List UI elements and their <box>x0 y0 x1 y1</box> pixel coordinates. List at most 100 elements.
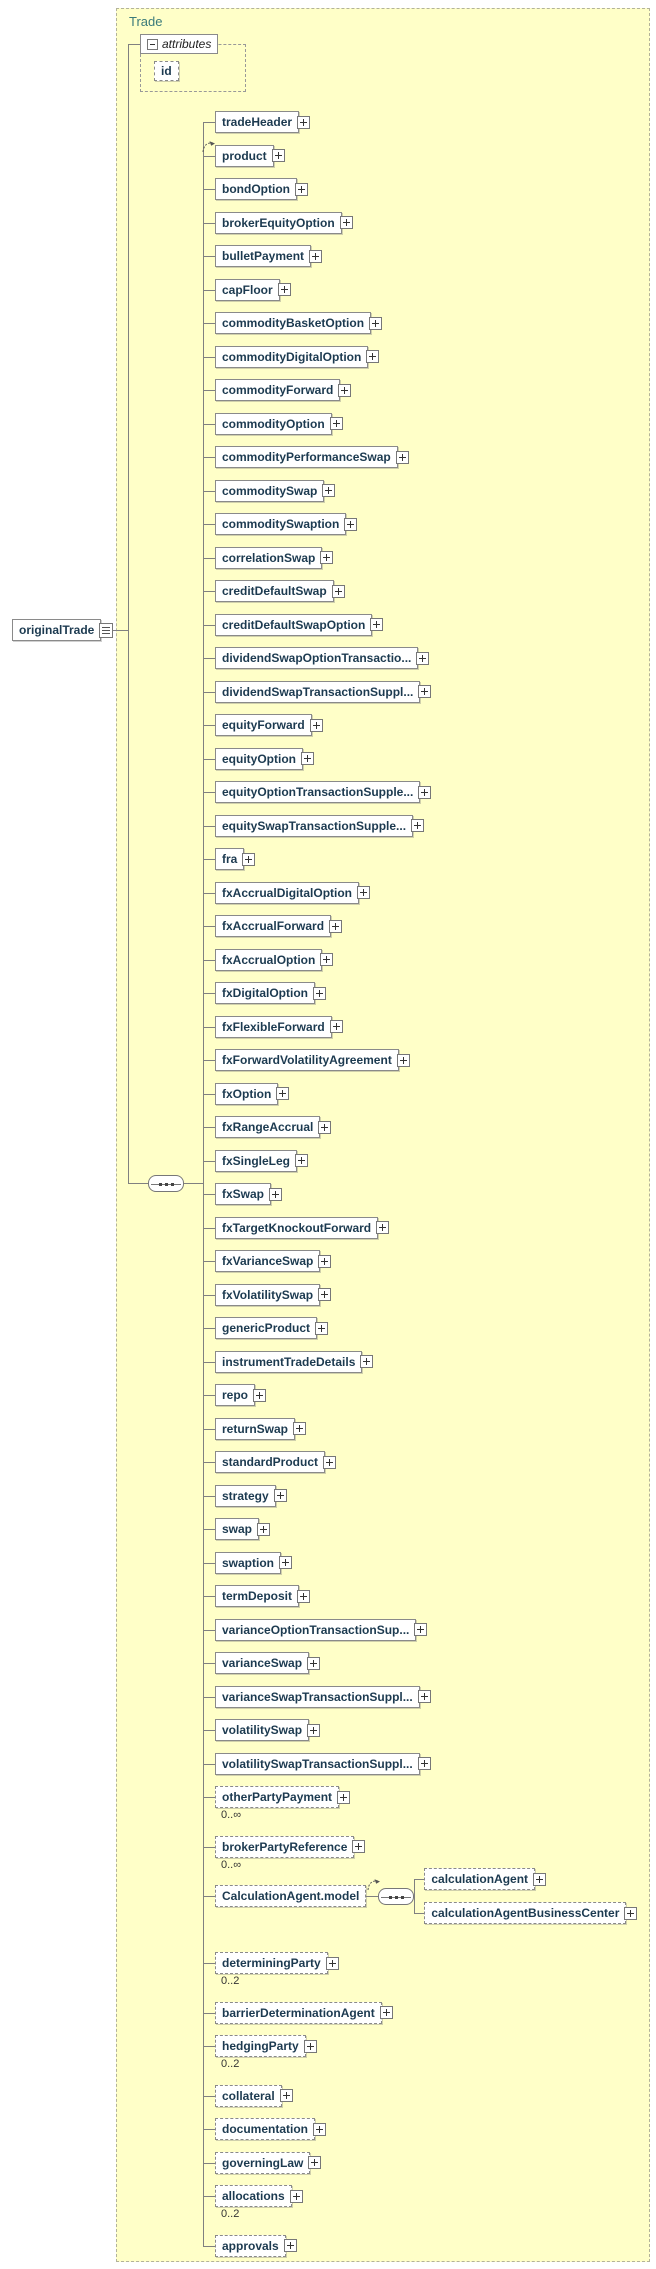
attributes-header[interactable]: attributes <box>140 34 219 54</box>
element-commodityDigitalOption[interactable]: commodityDigitalOption <box>215 345 369 368</box>
element-repo[interactable]: repo <box>215 1384 256 1406</box>
expand-icon[interactable] <box>294 182 308 196</box>
expand-icon[interactable] <box>297 115 311 129</box>
expand-icon[interactable] <box>273 1489 287 1502</box>
element-commodityForward[interactable]: commodityForward <box>215 379 341 401</box>
expand-icon[interactable] <box>418 785 432 799</box>
element-genericProduct[interactable]: genericProduct <box>215 1317 318 1339</box>
expand-icon[interactable] <box>271 149 285 162</box>
sequence-compositor[interactable] <box>378 1887 415 1905</box>
sequence-compositor[interactable] <box>148 1175 184 1192</box>
element-commodityOption[interactable]: commodityOption <box>215 412 332 435</box>
element-otherPartyPayment[interactable]: otherPartyPayment <box>215 1786 340 1808</box>
element-commoditySwap[interactable]: commoditySwap <box>215 479 325 502</box>
expand-icon[interactable] <box>293 1422 307 1435</box>
expand-icon[interactable] <box>318 1120 332 1134</box>
element-CalculationAgent.model[interactable]: CalculationAgent.model <box>215 1885 367 1907</box>
expand-icon[interactable] <box>325 1956 339 1970</box>
element-fxAccrualForward[interactable]: fxAccrualForward <box>215 915 332 937</box>
expand-icon[interactable] <box>289 2189 303 2203</box>
element-brokerEquityOption[interactable]: brokerEquityOption <box>215 211 342 234</box>
expand-icon[interactable] <box>297 1589 311 1603</box>
attribute-id[interactable]: id <box>154 61 179 81</box>
expand-icon[interactable] <box>279 2089 293 2102</box>
element-strategy[interactable]: strategy <box>215 1484 276 1507</box>
expand-icon[interactable] <box>418 685 432 698</box>
expand-icon[interactable] <box>253 1388 267 1402</box>
element-bondOption[interactable]: bondOption <box>215 178 297 200</box>
element-product[interactable]: product <box>215 144 274 167</box>
element-determiningParty[interactable]: determiningParty <box>215 1952 328 1974</box>
expand-icon[interactable] <box>357 886 371 899</box>
element-termDeposit[interactable]: termDeposit <box>215 1585 300 1607</box>
content-model-icon[interactable] <box>99 622 114 638</box>
expand-icon[interactable] <box>276 1087 290 1100</box>
element-equityOptionTransactionSupple[interactable]: equityOptionTransactionSupple... <box>215 781 421 803</box>
element-tradeHeader[interactable]: tradeHeader <box>215 111 300 133</box>
expand-icon[interactable] <box>318 1254 332 1268</box>
element-volatilitySwapTransactionSuppl[interactable]: volatilitySwapTransactionSuppl... <box>215 1752 420 1775</box>
element-commodityPerformanceSwap[interactable]: commodityPerformanceSwap <box>215 446 398 468</box>
element-bulletPayment[interactable]: bulletPayment <box>215 245 312 267</box>
element-instrumentTradeDetails[interactable]: instrumentTradeDetails <box>215 1350 363 1373</box>
element-allocations[interactable]: allocations <box>215 2185 292 2207</box>
expand-icon[interactable] <box>411 819 425 832</box>
element-varianceOptionTransactionSup[interactable]: varianceOptionTransactionSup... <box>215 1618 417 1641</box>
expand-icon[interactable] <box>339 216 353 229</box>
element-brokerPartyReference[interactable]: brokerPartyReference <box>215 1835 355 1858</box>
expand-icon[interactable] <box>279 1556 293 1569</box>
element-dividendSwapOptionTransactio[interactable]: dividendSwapOptionTransactio... <box>215 647 419 669</box>
expand-icon[interactable] <box>318 1288 332 1301</box>
element-calculationAgent[interactable]: calculationAgent <box>424 1868 536 1890</box>
element-fxDigitalOption[interactable]: fxDigitalOption <box>215 982 315 1004</box>
expand-icon[interactable] <box>269 1187 283 1201</box>
expand-icon[interactable] <box>352 1840 366 1853</box>
element-barrierDeterminationAgent[interactable]: barrierDeterminationAgent <box>215 2001 382 2024</box>
expand-icon[interactable] <box>309 249 323 263</box>
element-commodityBasketOption[interactable]: commodityBasketOption <box>215 312 372 334</box>
element-equityForward[interactable]: equityForward <box>215 714 312 736</box>
element-fxSingleLeg[interactable]: fxSingleLeg <box>215 1149 298 1172</box>
expand-icon[interactable] <box>369 316 383 330</box>
expand-icon[interactable] <box>329 1020 343 1033</box>
expand-icon[interactable] <box>331 584 345 598</box>
element-approvals[interactable]: approvals <box>215 2234 286 2257</box>
element-fra[interactable]: fra <box>215 848 245 870</box>
element-creditDefaultSwap[interactable]: creditDefaultSwap <box>215 580 334 602</box>
expand-icon[interactable] <box>322 484 336 497</box>
element-returnSwap[interactable]: returnSwap <box>215 1417 296 1440</box>
expand-icon[interactable] <box>295 1154 309 1167</box>
expand-icon[interactable] <box>329 919 343 933</box>
expand-icon[interactable] <box>257 1522 271 1536</box>
element-collateral[interactable]: collateral <box>215 2084 282 2107</box>
element-swap[interactable]: swap <box>215 1518 260 1540</box>
element-calculationAgentBusinessCenter[interactable]: calculationAgentBusinessCenter <box>424 1902 627 1924</box>
expand-icon[interactable] <box>344 517 358 531</box>
element-fxVolatilitySwap[interactable]: fxVolatilitySwap <box>215 1283 321 1306</box>
element-hedgingParty[interactable]: hedgingParty <box>215 2035 306 2057</box>
element-fxForwardVolatilityAgreement[interactable]: fxForwardVolatilityAgreement <box>215 1049 399 1071</box>
expand-icon[interactable] <box>307 1656 321 1670</box>
collapse-icon[interactable] <box>147 38 158 50</box>
expand-icon[interactable] <box>303 2039 317 2053</box>
expand-icon[interactable] <box>337 1790 351 1804</box>
element-varianceSwapTransactionSuppl[interactable]: varianceSwapTransactionSuppl... <box>215 1685 420 1708</box>
expand-icon[interactable] <box>313 986 326 1000</box>
element-fxRangeAccrual[interactable]: fxRangeAccrual <box>215 1116 321 1138</box>
expand-icon[interactable] <box>395 450 409 464</box>
element-originalTrade[interactable]: originalTrade <box>12 619 102 641</box>
element-fxTargetKnockoutForward[interactable]: fxTargetKnockoutForward <box>215 1216 379 1239</box>
expand-icon[interactable] <box>360 1355 374 1368</box>
expand-icon[interactable] <box>320 953 334 966</box>
element-equityOption[interactable]: equityOption <box>215 747 303 770</box>
element-volatilitySwap[interactable]: volatilitySwap <box>215 1719 310 1741</box>
expand-icon[interactable] <box>417 1757 431 1770</box>
expand-icon[interactable] <box>533 1872 547 1886</box>
element-documentation[interactable]: documentation <box>215 2118 315 2140</box>
element-varianceSwap[interactable]: varianceSwap <box>215 1652 310 1674</box>
element-correlationSwap[interactable]: correlationSwap <box>215 546 323 569</box>
expand-icon[interactable] <box>416 651 430 665</box>
element-dividendSwapTransactionSuppl[interactable]: dividendSwapTransactionSuppl... <box>215 680 421 703</box>
expand-icon[interactable] <box>370 618 384 631</box>
expand-icon[interactable] <box>307 1723 321 1737</box>
